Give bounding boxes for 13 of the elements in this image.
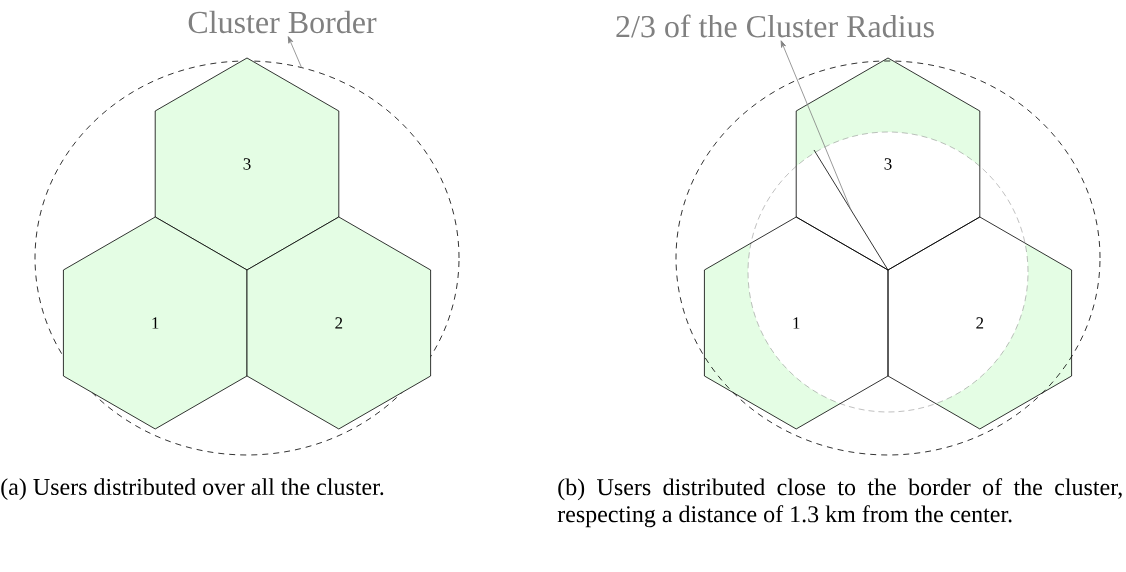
leader-arrow <box>287 36 302 69</box>
leader-arrow <box>780 40 852 211</box>
hexagon-cell: 1 <box>63 216 248 430</box>
hexagon-cell: 3 <box>795 57 981 271</box>
dashed-circle <box>34 60 460 456</box>
hexagon-cell: 2 <box>887 216 1072 430</box>
annotation-label: Cluster Border <box>188 10 377 34</box>
hexagon-cell: 2 <box>246 216 431 430</box>
caption: (a) Users distributed over all the cluster. <box>1 478 384 500</box>
hexagon-cell: 3 <box>154 57 340 271</box>
hexagon-cell: 1 <box>704 216 889 430</box>
annotation-label: 2/3 of the Cluster Radius <box>616 14 934 38</box>
caption: (b) Users distributed close to the border of the cluster, respecting a distance of 1.3 km from the center. <box>557 478 1122 528</box>
